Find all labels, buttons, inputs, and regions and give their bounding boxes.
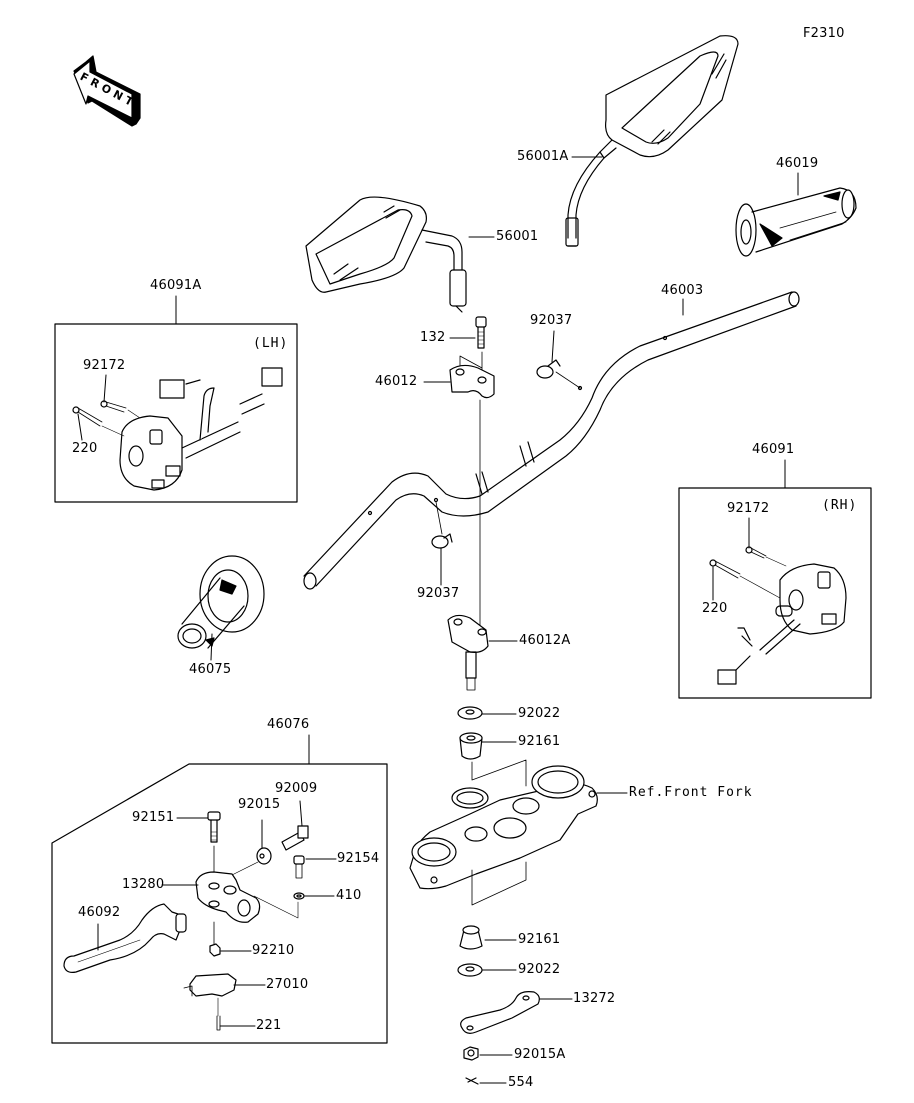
rh-switch-box <box>678 487 872 699</box>
left-grip[interactable] <box>177 555 265 649</box>
label-damper-upper[interactable]: 92161 <box>518 734 561 749</box>
adjuster-92009[interactable] <box>281 825 309 851</box>
label-lh-screw-220[interactable]: 220 <box>72 441 98 456</box>
throttle-grip[interactable] <box>735 187 857 257</box>
washer-410[interactable] <box>253 892 305 919</box>
label-damper-lower[interactable]: 92161 <box>518 932 561 947</box>
label-upper-clamp[interactable]: 46012 <box>375 374 418 389</box>
label-lever-holder[interactable]: 13280 <box>122 877 165 892</box>
label-handlebar[interactable]: 46003 <box>661 283 704 298</box>
label-mirror-left[interactable]: 56001 <box>496 229 539 244</box>
lh-switch-housing[interactable] <box>119 367 283 491</box>
washer-lower[interactable] <box>457 963 483 977</box>
bolt-132[interactable] <box>475 316 487 349</box>
label-screw-221[interactable]: 221 <box>256 1018 282 1033</box>
front-arrow-icon <box>73 55 141 127</box>
handlebar-holder-lower[interactable] <box>447 614 489 691</box>
label-ref-front-fork[interactable]: Ref.Front Fork <box>629 785 753 800</box>
bolt-92154[interactable] <box>293 855 305 879</box>
label-plate[interactable]: 13272 <box>573 991 616 1006</box>
label-cotter-pin[interactable]: 554 <box>508 1075 534 1090</box>
damper-lower[interactable] <box>459 925 483 950</box>
label-nut-92015[interactable]: 92015 <box>238 797 281 812</box>
upper-triple-clamp[interactable] <box>409 759 598 906</box>
cable-clamp-lower[interactable] <box>431 501 453 549</box>
upper-clamp[interactable] <box>449 351 495 399</box>
lh-screw-92172[interactable] <box>100 400 141 419</box>
label-switch-27010[interactable]: 27010 <box>266 977 309 992</box>
label-bolt-92154[interactable]: 92154 <box>337 851 380 866</box>
label-left-grip[interactable]: 46075 <box>189 662 232 677</box>
nut-92210[interactable] <box>209 921 221 957</box>
label-bolt-92151[interactable]: 92151 <box>132 810 175 825</box>
label-bolt-132[interactable]: 132 <box>420 330 446 345</box>
label-nut-92210[interactable]: 92210 <box>252 943 295 958</box>
cotter-pin-554[interactable] <box>465 1077 479 1085</box>
label-washer-upper[interactable]: 92022 <box>518 706 561 721</box>
label-adjuster-92009[interactable]: 92009 <box>275 781 318 796</box>
leader-lines <box>77 156 799 1084</box>
cable-clamp-upper[interactable] <box>536 359 581 389</box>
label-holder-lower[interactable]: 46012A <box>519 633 571 648</box>
plate-13272[interactable] <box>460 991 540 1034</box>
label-throttle-grip[interactable]: 46019 <box>776 156 819 171</box>
clutch-lever-46092[interactable] <box>63 903 187 973</box>
clutch-lever-box <box>51 763 388 1044</box>
bolt-92151[interactable] <box>207 811 221 873</box>
figure-code: F2310 <box>803 26 845 41</box>
label-cable-clamp-lower[interactable]: 92037 <box>417 586 460 601</box>
rh-switch-housing[interactable] <box>717 563 847 685</box>
label-cable-clamp-upper[interactable]: 92037 <box>530 313 573 328</box>
label-mirror-right[interactable]: 56001A <box>517 149 569 164</box>
lh-side-label: (LH) <box>253 336 289 351</box>
clutch-lever-part-number[interactable]: 46076 <box>267 717 310 732</box>
mirror-right[interactable] <box>565 35 739 247</box>
damper-upper[interactable] <box>459 732 483 760</box>
label-rh-screw-92172[interactable]: 92172 <box>727 501 770 516</box>
handlebar[interactable] <box>303 291 800 590</box>
rh-screw-220[interactable] <box>709 559 781 599</box>
rh-side-label: (RH) <box>822 498 858 513</box>
label-rh-screw-220[interactable]: 220 <box>702 601 728 616</box>
lh-switch-part-number[interactable]: 46091A <box>150 278 202 293</box>
nut-92015[interactable] <box>229 847 272 877</box>
rh-screw-92172[interactable] <box>745 546 787 567</box>
screw-221[interactable] <box>216 1015 221 1031</box>
label-washer-lower[interactable]: 92022 <box>518 962 561 977</box>
washer-upper[interactable] <box>457 706 483 720</box>
mirror-left[interactable] <box>305 196 467 313</box>
lever-holder-13280[interactable] <box>195 871 261 923</box>
nut-92015a[interactable] <box>463 1046 479 1061</box>
rh-switch-part-number[interactable]: 46091 <box>752 442 795 457</box>
label-clutch-lever[interactable]: 46092 <box>78 905 121 920</box>
switch-27010[interactable] <box>183 973 237 1017</box>
label-lh-screw-92172[interactable]: 92172 <box>83 358 126 373</box>
lh-screw-220[interactable] <box>72 406 125 437</box>
label-washer-410[interactable]: 410 <box>336 888 362 903</box>
label-nut[interactable]: 92015A <box>514 1047 566 1062</box>
